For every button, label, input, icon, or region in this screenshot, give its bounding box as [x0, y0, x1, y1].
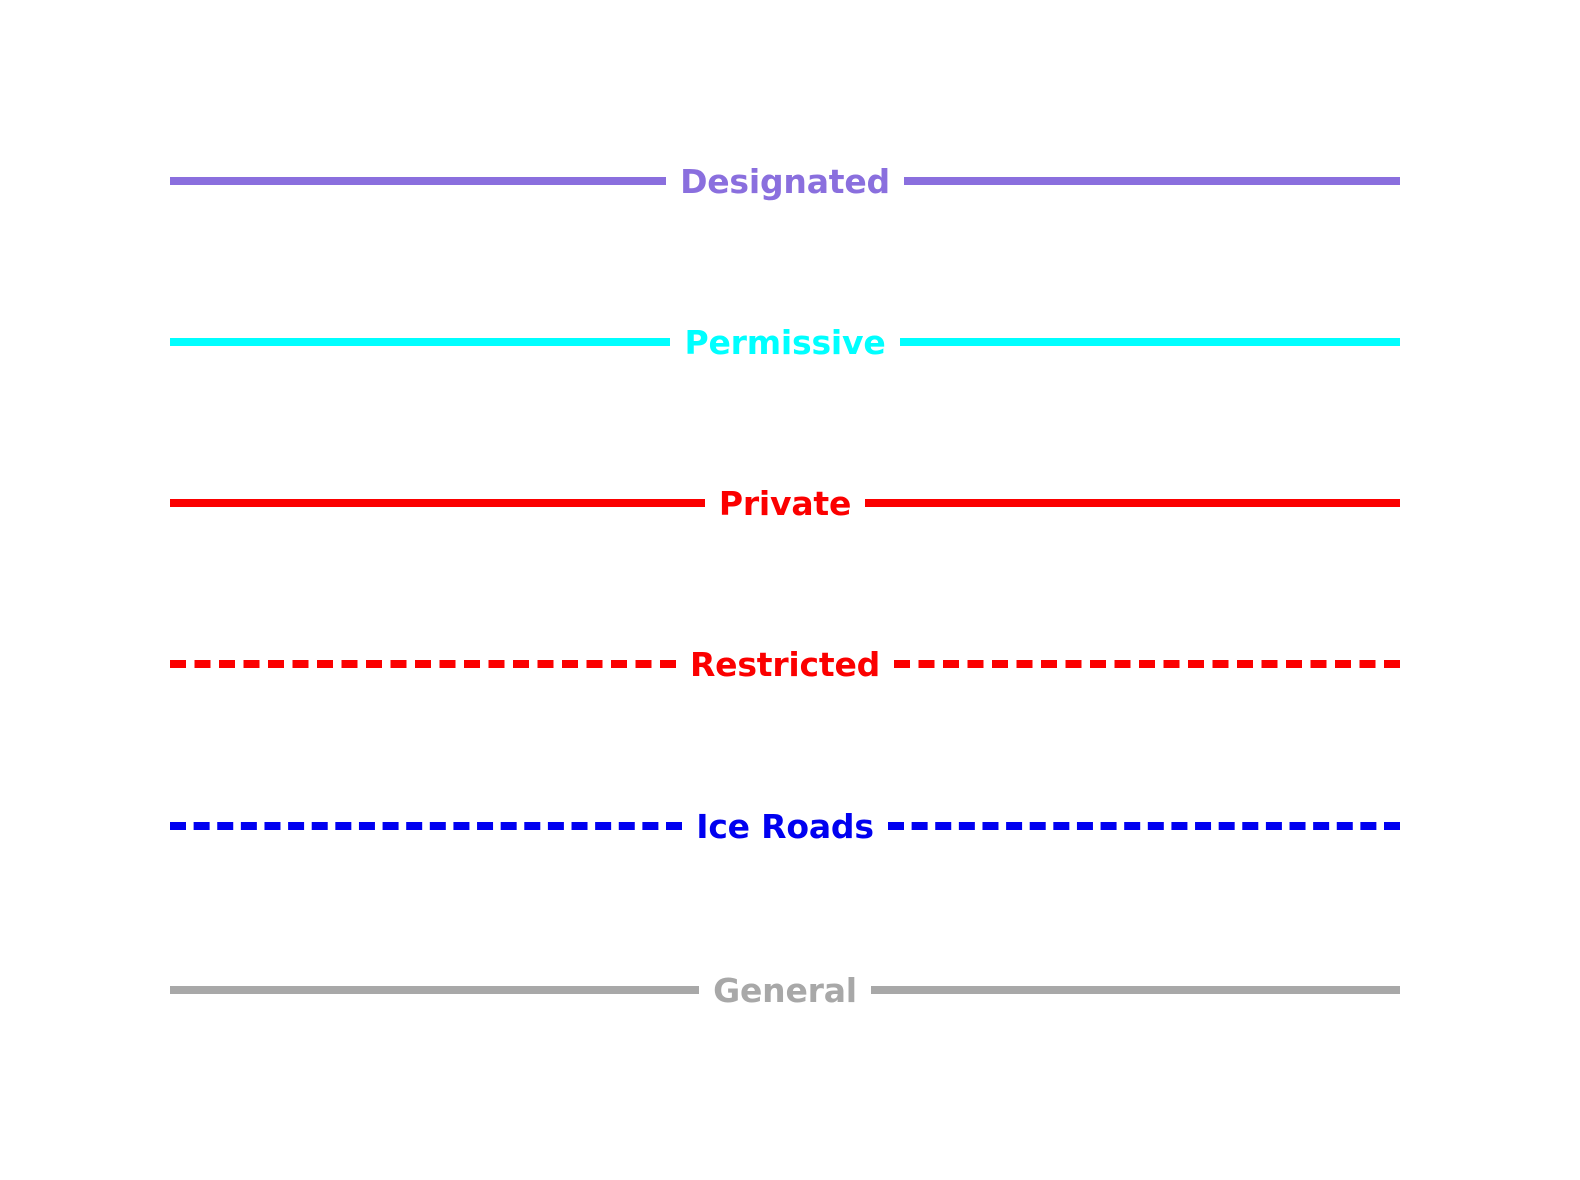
legend-line-sample-right-permissive — [899, 338, 1400, 346]
legend-line-sample-right-designated — [903, 177, 1401, 185]
legend-line-sample-right-general — [870, 986, 1401, 994]
legend-label-ice-roads: Ice Roads — [696, 806, 874, 846]
legend-line-sample-right-restricted — [894, 660, 1401, 668]
legend-row-ice-roads: Ice Roads — [170, 796, 1400, 856]
legend-line-sample-left-general — [170, 986, 700, 994]
legend-row-permissive: Permissive — [170, 312, 1400, 372]
legend-label-designated: Designated — [680, 161, 890, 201]
legend-row-designated: Designated — [170, 151, 1401, 211]
legend-line-sample-right-private — [865, 499, 1400, 507]
legend-line-sample-left-private — [170, 499, 705, 507]
legend-label-permissive: Permissive — [684, 322, 886, 362]
legend-label-restricted: Restricted — [689, 644, 881, 684]
legend-row-general: General — [170, 960, 1401, 1020]
legend-line-sample-left-ice-roads — [170, 822, 683, 830]
legend-row-private: Private — [170, 473, 1400, 533]
legend-row-restricted: Restricted — [170, 634, 1401, 694]
legend-line-sample-left-restricted — [170, 660, 676, 668]
legend-label-general: General — [713, 970, 857, 1010]
legend-line-sample-left-designated — [170, 177, 667, 185]
legend-line-sample-left-permissive — [170, 338, 671, 346]
legend-line-sample-right-ice-roads — [887, 822, 1400, 830]
legend-label-private: Private — [718, 483, 852, 523]
